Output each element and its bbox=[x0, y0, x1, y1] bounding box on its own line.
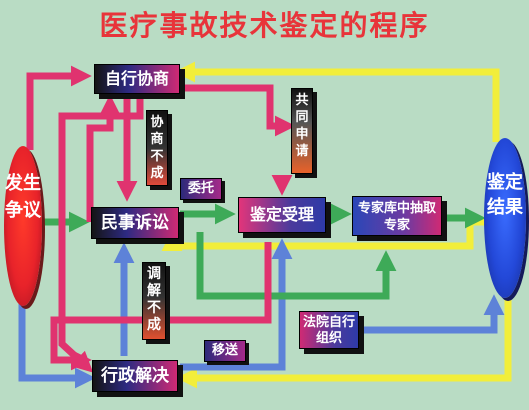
negotiate-node: 自行协商 bbox=[94, 64, 180, 94]
lawsuit-node: 民事诉讼 bbox=[91, 207, 179, 239]
result-to-admin-arrow bbox=[176, 296, 512, 389]
result-node: 鉴定结果 bbox=[484, 138, 526, 298]
transfer-label: 移送 bbox=[204, 340, 246, 362]
result-to-negotiate-arrow bbox=[174, 61, 500, 142]
negotiate-to-admin-arrow bbox=[58, 98, 144, 373]
lawsuit-to-court-arrow bbox=[196, 232, 397, 300]
green-arrows bbox=[42, 203, 486, 300]
court-to-result-arrow bbox=[360, 294, 505, 334]
court-node: 法院自行组织 bbox=[299, 311, 359, 349]
negotiation-failed-label: 协商不成 bbox=[146, 110, 168, 186]
admin-to-accept-arrow bbox=[180, 238, 293, 371]
negotiate-to-joint-arrow bbox=[182, 84, 296, 137]
experts-node: 专家库中抽取专家 bbox=[352, 196, 442, 236]
pink-arrows bbox=[26, 65, 296, 373]
lawsuit-to-negotiate-loop-arrow bbox=[86, 94, 121, 222]
accept-to-admin-arrow bbox=[50, 242, 272, 371]
joint-application-label: 共同申请 bbox=[291, 88, 313, 174]
accept-node: 鉴定受理 bbox=[238, 197, 326, 233]
dispute-to-negotiate-arrow bbox=[26, 65, 92, 150]
dispute-node: 发生争议 bbox=[4, 146, 42, 306]
dispute-to-admin-arrow bbox=[18, 300, 96, 389]
admin-node: 行政解决 bbox=[92, 360, 178, 392]
page-title: 医疗事故技术鉴定的程序 bbox=[99, 9, 430, 42]
entrust-label: 委托 bbox=[180, 178, 222, 200]
mediation-failed-label: 调解不成 bbox=[142, 262, 166, 340]
blue-arrows bbox=[18, 238, 505, 389]
